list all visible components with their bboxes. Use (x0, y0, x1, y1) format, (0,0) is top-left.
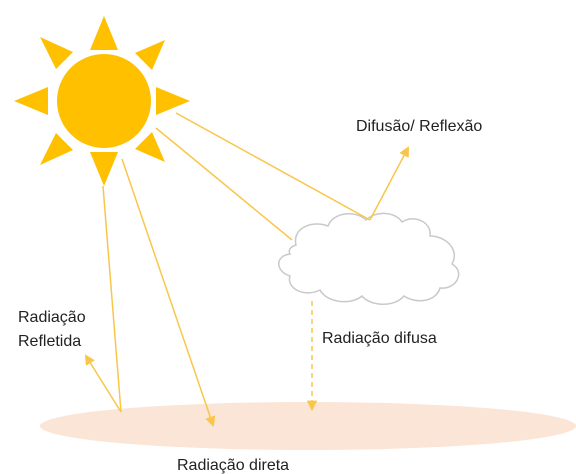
cloud-icon (278, 212, 460, 305)
sun-ray-n (90, 16, 118, 50)
scatter-reflection-label: Difusão/ Reflexão (356, 118, 483, 135)
sun-ray-s (90, 152, 118, 186)
ray-to-cloud-left (155, 127, 293, 241)
sun-ray-e (156, 87, 190, 115)
sun-ray-nw (40, 37, 73, 69)
ground-surface (40, 402, 576, 450)
sun-icon (14, 16, 190, 186)
reflected-radiation-label-line2: Refletida (18, 333, 82, 350)
ray-to-ground (102, 185, 122, 413)
reflected-radiation-label-line1: Radiação (18, 309, 86, 326)
diffuse-radiation-label: Radiação difusa (322, 330, 437, 347)
direct-radiation-arrow (121, 158, 216, 427)
sun-ray-w (14, 87, 48, 115)
sun-ray-se (135, 132, 165, 162)
scatter-arrow (369, 146, 409, 221)
ray-to-cloud-top (175, 112, 371, 221)
sun-ray-sw (40, 133, 73, 165)
direct-radiation-label: Radiação direta (177, 457, 290, 474)
reflected-radiation-arrow (84, 354, 122, 413)
sun-ray-ne (135, 40, 165, 70)
